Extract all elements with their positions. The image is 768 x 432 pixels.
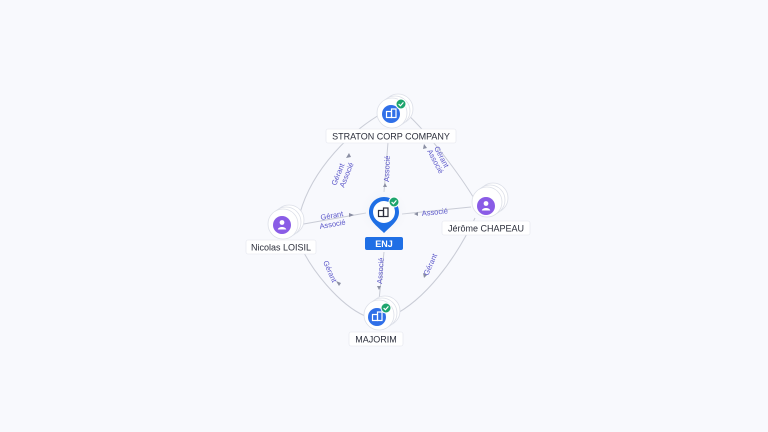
edge-label: Gérant — [422, 251, 440, 276]
node-nicolas[interactable]: Nicolas LOISIL — [245, 204, 317, 255]
edge-enj-majorim — [378, 251, 385, 301]
node-label: Nicolas LOISIL — [251, 243, 311, 253]
node-label-box — [325, 128, 457, 144]
check-badge-icon — [395, 98, 407, 110]
edge-label: Gérant — [320, 209, 345, 222]
arrow-jerome-enj — [414, 212, 418, 216]
arrow-nicolas-enj — [349, 213, 354, 217]
edge-nicolas-enj — [297, 212, 367, 226]
person-icon — [277, 220, 287, 230]
edge-jerome-enj — [401, 206, 472, 215]
arrow-nicolas-straton — [346, 153, 351, 158]
node-jerome[interactable]: Jérôme CHAPEAU — [441, 182, 531, 236]
edge-label: Associé — [382, 156, 392, 183]
check-badge-icon — [380, 302, 392, 314]
arrow-nicolas-majorim — [336, 281, 341, 286]
person-node-circle — [477, 197, 495, 215]
edge-label: Associé — [421, 206, 448, 218]
arrow-enj-majorim — [377, 286, 381, 290]
node-straton[interactable]: STRATON CORP COMPANY — [325, 93, 457, 144]
edge-nicolas-straton — [299, 109, 389, 214]
node-label-box — [348, 331, 404, 347]
node-label: ENJ — [375, 239, 393, 249]
edge-label: Associé — [375, 257, 386, 284]
arrow-jerome-majorim — [423, 273, 427, 278]
node-label-box — [245, 239, 317, 255]
node-label: STRATON CORP COMPANY — [332, 132, 450, 142]
arrow-jerome-straton — [423, 144, 427, 149]
edge-arrows — [336, 144, 427, 290]
person-node-circle — [273, 216, 291, 234]
building-icon — [377, 207, 389, 218]
node-enj[interactable]: ENJ — [358, 186, 410, 250]
edge-jerome-straton — [404, 111, 476, 201]
building-icon — [371, 311, 383, 322]
node-majorim[interactable]: MAJORIM — [348, 295, 404, 347]
check-badge-icon — [388, 196, 400, 208]
building-icon — [385, 108, 397, 119]
node-label: MAJORIM — [355, 335, 397, 345]
edge-label: Gérant — [321, 259, 339, 284]
node-label-box — [441, 220, 531, 236]
edge-label: Associé — [319, 218, 346, 231]
person-icon — [481, 201, 491, 211]
node-label: Jérôme CHAPEAU — [448, 224, 524, 234]
center-label-box — [365, 237, 403, 250]
